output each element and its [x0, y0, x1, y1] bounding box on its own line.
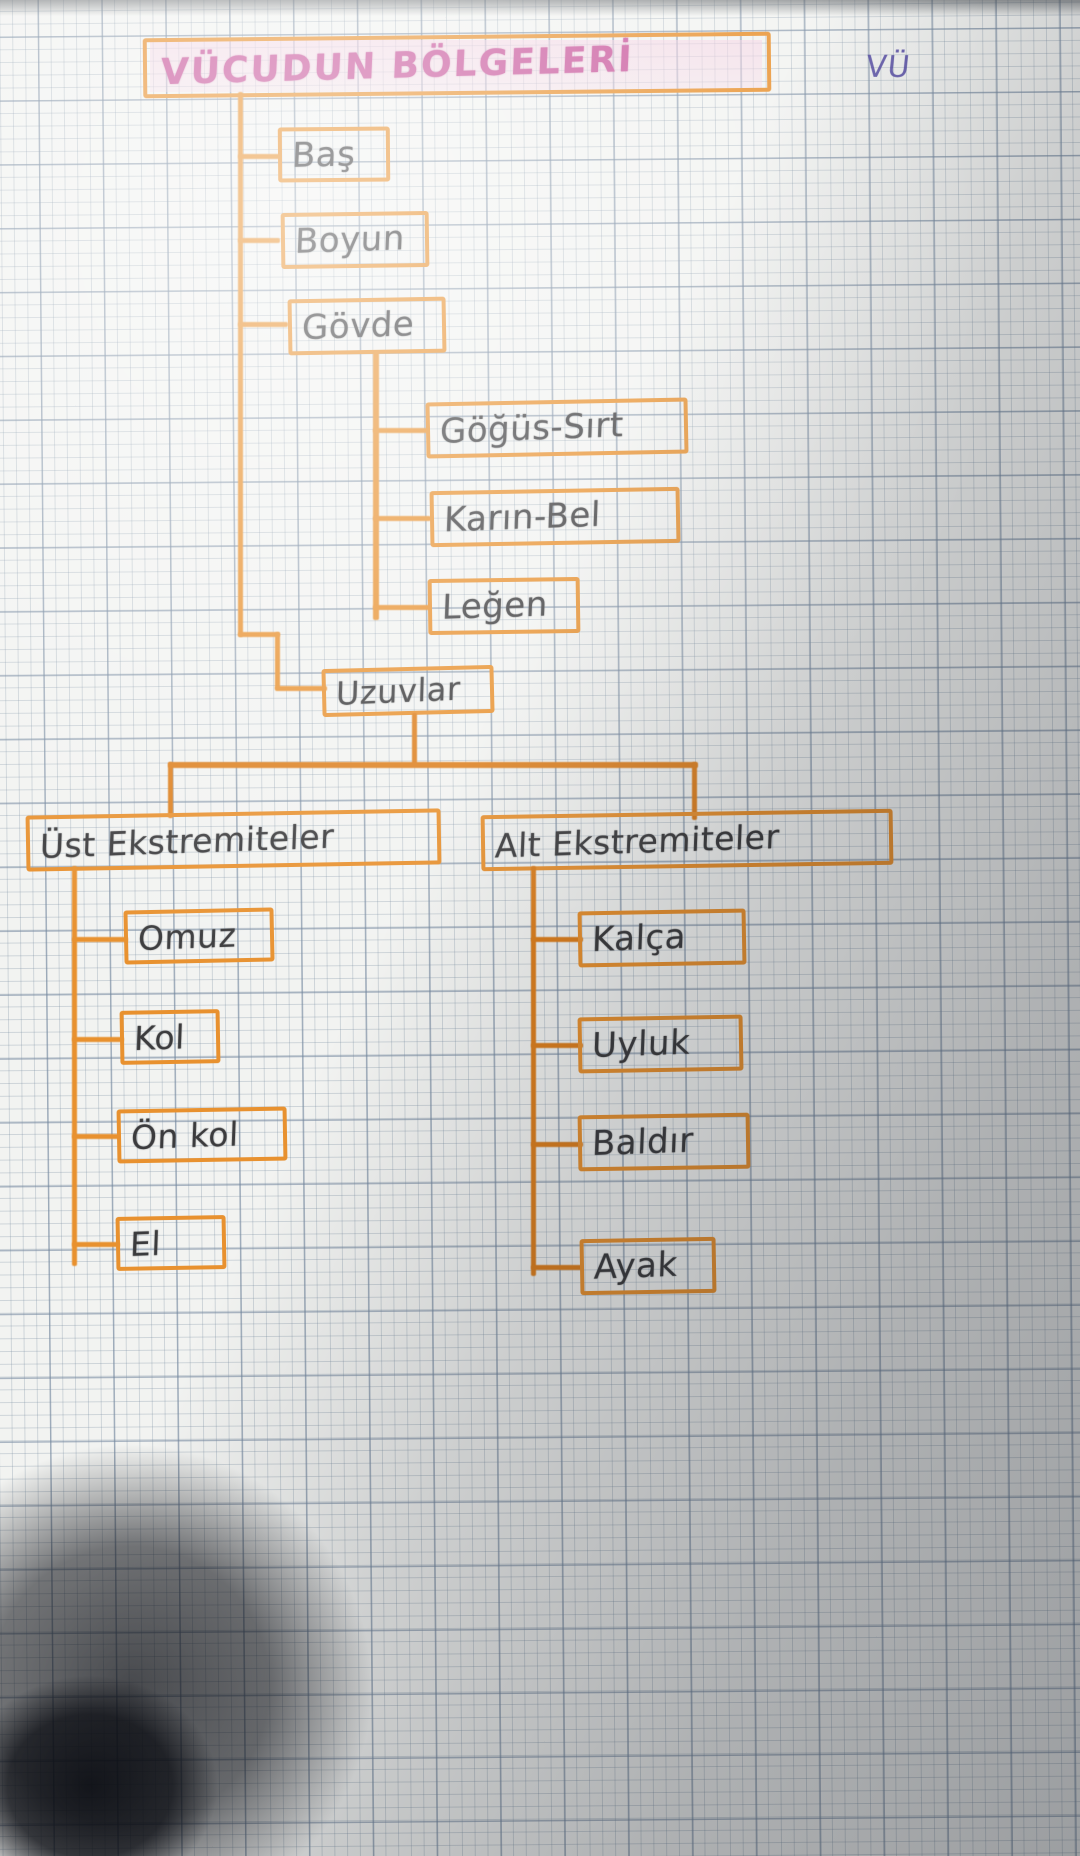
connector-ust-to-omuz: [72, 937, 128, 942]
connector-ust-to-el: [72, 1242, 120, 1247]
connector-uzuvlar-stub: [275, 686, 327, 691]
node-omuz-label: Omuz: [137, 914, 238, 958]
connector-extremity-crossbar: [168, 762, 698, 768]
node-omuz: Omuz: [123, 907, 275, 965]
connector-govde-spine: [373, 352, 379, 620]
node-legen: Leğen: [427, 576, 581, 636]
node-ust-ekstremiteler-label: Üst Ekstremiteler: [39, 816, 335, 866]
node-el: El: [115, 1215, 227, 1271]
node-govde-label: Gövde: [301, 304, 416, 349]
node-uyluk-label: Uyluk: [591, 1022, 691, 1067]
connector-to-ust-ekstremiteler: [168, 762, 173, 818]
connector-ust-to-onkol: [72, 1134, 120, 1139]
node-boyun-label: Boyun: [294, 218, 406, 262]
connector-alt-to-ayak: [531, 1265, 583, 1270]
node-kol: Kol: [119, 1009, 221, 1065]
node-alt-ekstremiteler: Alt Ekstremiteler: [480, 808, 894, 872]
connector-root-to-govde: [238, 322, 288, 327]
connector-alt-to-kalca: [531, 937, 583, 942]
connector-alt-to-baldir: [531, 1142, 583, 1147]
connector-spine-to-uzuvlar-elbow: [238, 632, 280, 637]
node-legen-label: Leğen: [441, 584, 549, 628]
node-baldir: Baldır: [577, 1112, 751, 1172]
node-ayak-label: Ayak: [593, 1244, 679, 1288]
connector-root-spine: [238, 92, 243, 637]
connector-govde-to-legen: [373, 605, 431, 610]
node-root-label: VÜCUDUN BÖLGELERİ: [159, 38, 635, 93]
connector-alt-to-uyluk: [531, 1043, 583, 1048]
connector-alt-spine: [531, 866, 536, 1276]
node-karin-bel: Karın-Bel: [429, 486, 681, 548]
node-govde: Gövde: [287, 296, 447, 356]
node-boyun: Boyun: [280, 210, 430, 270]
connector-govde-to-gogus: [373, 428, 428, 433]
node-el-label: El: [129, 1223, 162, 1264]
node-uzuvlar: Uzuvlar: [321, 664, 495, 718]
connector-govde-to-karin: [373, 516, 431, 521]
node-uyluk: Uyluk: [577, 1014, 744, 1074]
node-bas-label: Baş: [291, 133, 357, 176]
connector-ust-spine: [72, 866, 77, 1266]
node-on-kol: Ön kol: [116, 1106, 288, 1164]
node-uzuvlar-label: Uzuvlar: [335, 669, 462, 713]
node-ayak: Ayak: [579, 1236, 717, 1296]
node-on-kol-label: Ön kol: [130, 1113, 240, 1157]
node-karin-bel-label: Karın-Bel: [443, 494, 602, 541]
node-ust-ekstremiteler: Üst Ekstremiteler: [25, 808, 442, 872]
node-kalca: Kalça: [577, 908, 747, 968]
connector-uzuvlar-down: [412, 713, 417, 765]
connector-ust-to-kol: [72, 1037, 124, 1042]
node-gogus-sirt: Göğüs-Sırt: [425, 397, 689, 459]
node-alt-ekstremiteler-label: Alt Ekstremiteler: [494, 816, 781, 866]
connector-root-to-boyun: [238, 238, 280, 243]
node-bas: Baş: [277, 126, 391, 183]
connector-root-to-bas: [238, 154, 280, 159]
node-baldir-label: Baldır: [591, 1120, 695, 1165]
node-root: VÜCUDUN BÖLGELERİ: [142, 31, 772, 99]
node-kol-label: Kol: [133, 1016, 186, 1058]
node-kalca-label: Kalça: [591, 916, 687, 961]
stray-margin-note: VÜ: [864, 50, 913, 85]
connector-uzuvlar-drop: [275, 632, 280, 690]
node-gogus-sirt-label: Göğüs-Sırt: [439, 405, 625, 452]
